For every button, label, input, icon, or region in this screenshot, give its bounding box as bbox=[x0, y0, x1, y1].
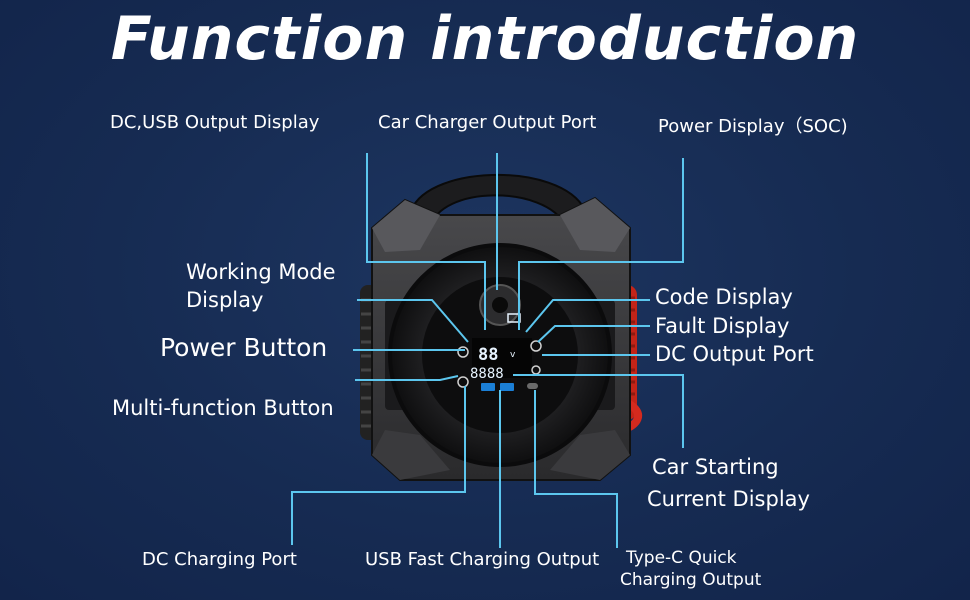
label-fault-display: Fault Display bbox=[655, 314, 790, 338]
label-type-c-quick-charging-output: Type-C Quick Charging Output bbox=[620, 547, 761, 591]
label-type-c-line2: Charging Output bbox=[620, 570, 762, 590]
label-working-mode-display: Working Mode Display bbox=[186, 258, 336, 314]
page-title: Function introduction bbox=[110, 4, 860, 74]
multi-function-button bbox=[457, 376, 469, 388]
label-code-display: Code Display bbox=[655, 285, 793, 309]
label-car-charger-output-port: Car Charger Output Port bbox=[378, 112, 597, 133]
power-button bbox=[457, 346, 469, 358]
label-working-mode-line2: Display bbox=[186, 288, 264, 312]
label-dc-charging-port: DC Charging Port bbox=[142, 549, 297, 570]
svg-text:88: 88 bbox=[478, 345, 498, 365]
label-type-c-line1: Type-C Quick bbox=[626, 548, 737, 568]
label-power-display: Power Display（SOC) bbox=[658, 116, 848, 137]
label-working-mode-line1: Working Mode bbox=[186, 260, 336, 284]
label-power-button: Power Button bbox=[160, 333, 328, 362]
label-dc-usb-output-display: DC,USB Output Display bbox=[110, 112, 320, 133]
label-usb-fast-charging-output: USB Fast Charging Output bbox=[365, 549, 600, 570]
svg-text:8888: 8888 bbox=[470, 366, 504, 382]
lcd-display: 88 8888 v bbox=[470, 313, 532, 382]
svg-text:v: v bbox=[510, 350, 516, 360]
label-multi-function-button: Multi-function Button bbox=[112, 396, 334, 420]
label-car-starting-line1: Car Starting bbox=[652, 455, 779, 479]
usb-ports bbox=[481, 383, 538, 391]
label-dc-output-port: DC Output Port bbox=[655, 342, 814, 366]
label-car-starting-line2: Current Display bbox=[647, 487, 810, 511]
car-charger-socket bbox=[479, 284, 521, 326]
